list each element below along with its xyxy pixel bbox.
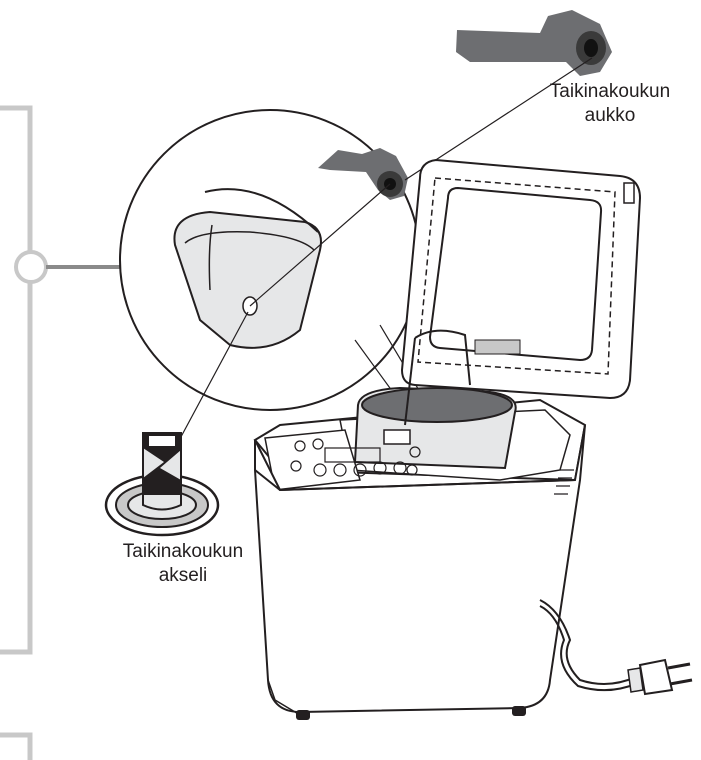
magnifier-pointer-a: [354, 339, 396, 396]
frame-bracket-lower: [0, 732, 33, 760]
kneader-shaft-label-line1: Taikinakoukun: [122, 541, 244, 562]
frame-bracket-upper: [0, 105, 33, 655]
kneader-opening-label-line2: aukko: [584, 105, 636, 126]
leader-line-shaft: [174, 311, 249, 449]
kneading-blade-icon: [456, 10, 612, 76]
power-cord-icon: [539, 599, 693, 696]
magnified-pan-detail: [119, 109, 421, 411]
kneading-shaft-icon: [104, 432, 220, 537]
kneader-shaft-label-line2: akseli: [158, 565, 208, 586]
bread-maker-body: [253, 158, 642, 720]
kneader-opening-label: Taikinakoukun aukko: [525, 80, 695, 128]
callout-node: [14, 250, 48, 284]
kneader-opening-label-line1: Taikinakoukun: [549, 81, 671, 102]
kneader-shaft-label: Taikinakoukun akseli: [98, 540, 268, 588]
